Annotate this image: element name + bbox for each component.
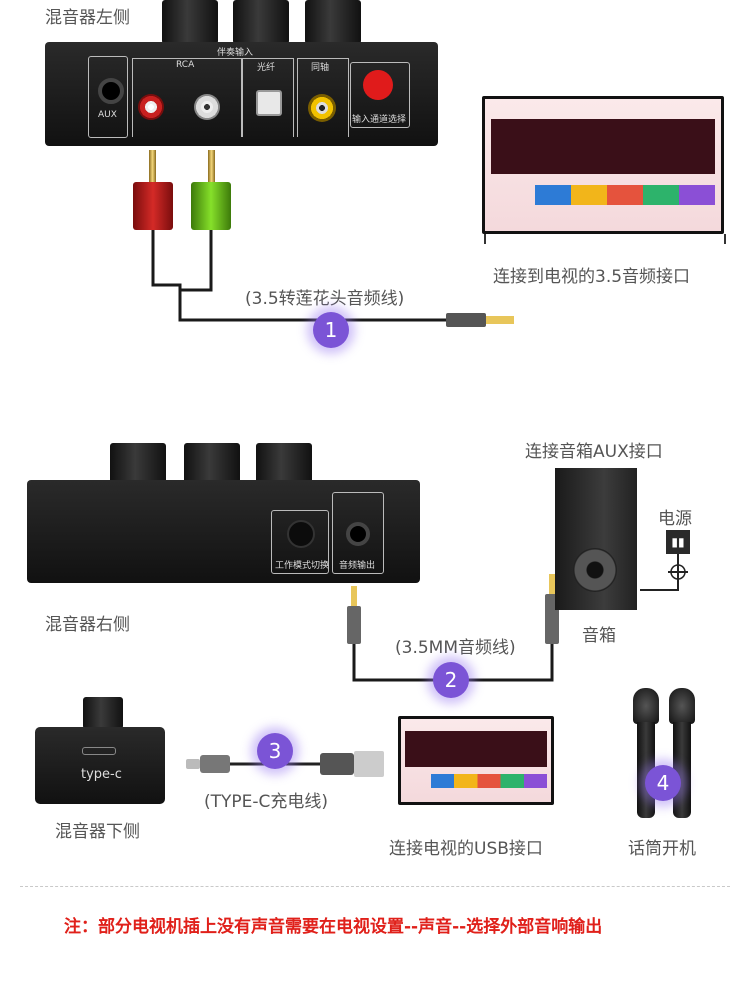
coaxial-jack [308, 94, 336, 122]
tv-tile-row [535, 185, 715, 205]
tv-usb-caption: 连接电视的USB接口 [389, 839, 543, 859]
rca-frame [132, 58, 242, 137]
tv-screen [401, 719, 551, 802]
rca-jack-white [194, 94, 220, 120]
rca-jack-red [138, 94, 164, 120]
speaker-woofer [573, 548, 617, 592]
mic-head [669, 688, 695, 724]
tv-screen [485, 99, 721, 231]
cable-rca-to-3-5 [151, 230, 514, 327]
speaker-caption: 音箱 [582, 626, 616, 646]
tv-top-right [482, 96, 724, 234]
tv-3-5-caption: 连接到电视的3.5音频接口 [493, 267, 691, 287]
mode-switch-label: 工作模式切换 [275, 561, 330, 571]
footer-note: 注：部分电视机插上没有声音需要在电视设置--声音--选择外部音响输出 [64, 917, 603, 937]
accompany-input-label: 伴奏输入 [217, 48, 254, 58]
tv-banner [405, 731, 547, 767]
coaxial-frame [297, 58, 349, 137]
microphone [667, 688, 697, 820]
rca-plug-red-tip [149, 150, 156, 182]
coaxial-label: 同轴 [311, 63, 330, 73]
audio-out-label: 音频输出 [339, 561, 376, 571]
dashed-divider [20, 886, 730, 887]
tv-tile-row [431, 774, 547, 788]
microphone [631, 688, 661, 820]
mic-on-caption: 话筒开机 [628, 839, 696, 859]
mixer-right-caption: 混音器右侧 [45, 615, 130, 635]
optical-frame [242, 58, 294, 137]
mixer-bottom-panel: type-c [35, 727, 165, 804]
audio-out-frame [332, 492, 384, 574]
mixer-knob [305, 0, 361, 44]
cable3-caption: (TYPE-C充电线) [204, 792, 329, 812]
cable2-caption: (3.5MM音频线) [395, 638, 516, 658]
step-badge-4: 4 [645, 765, 681, 801]
audio-out-jack [346, 522, 370, 546]
mixer-left-panel: 伴奏输入 AUX RCA 光纤 同轴 输入通道选择 [45, 42, 438, 146]
mode-switch-button[interactable] [287, 520, 315, 548]
rca-plug-green [191, 182, 231, 230]
step-badge-3: 3 [257, 733, 293, 769]
mic-head [633, 688, 659, 724]
power-cable [640, 554, 688, 591]
channel-select-button[interactable] [363, 70, 393, 100]
speaker [555, 468, 637, 610]
step-badge-1: 1 [313, 312, 349, 348]
aux-jack [98, 78, 124, 104]
mixer-knob [110, 443, 166, 485]
optical-port [256, 90, 282, 116]
aux-frame [88, 56, 128, 138]
speaker-aux-caption: 连接音箱AUX接口 [525, 442, 663, 462]
mixer-knob [256, 443, 312, 485]
mode-switch-frame [271, 510, 329, 574]
type-c-label: type-c [81, 767, 122, 782]
tv-banner [491, 119, 715, 174]
rca-plug-red [133, 182, 173, 230]
mixer-left-caption: 混音器左侧 [45, 8, 130, 28]
power-caption: 电源 [658, 509, 692, 529]
channel-select-frame [350, 62, 410, 128]
rca-plug-green-tip [208, 150, 215, 182]
mic-handle [673, 722, 691, 818]
type-c-port [82, 747, 116, 755]
mixer-knob [83, 697, 123, 729]
mixer-right-panel: 工作模式切换 音频输出 [27, 480, 420, 583]
mixer-knob [233, 0, 289, 44]
optical-label: 光纤 [257, 63, 276, 73]
aux-label: AUX [98, 110, 117, 120]
rca-label: RCA [176, 60, 195, 70]
tv-bottom [398, 716, 554, 805]
tv-stand [484, 234, 726, 244]
mixer-knob [162, 0, 218, 44]
mixer-bottom-caption: 混音器下侧 [55, 822, 140, 842]
cable1-caption: (3.5转莲花头音频线) [245, 289, 405, 309]
mixer-knob [184, 443, 240, 485]
power-socket-icon: ▮▮ [666, 530, 690, 554]
step-badge-2: 2 [433, 662, 469, 698]
channel-select-label: 输入通道选择 [352, 115, 407, 125]
